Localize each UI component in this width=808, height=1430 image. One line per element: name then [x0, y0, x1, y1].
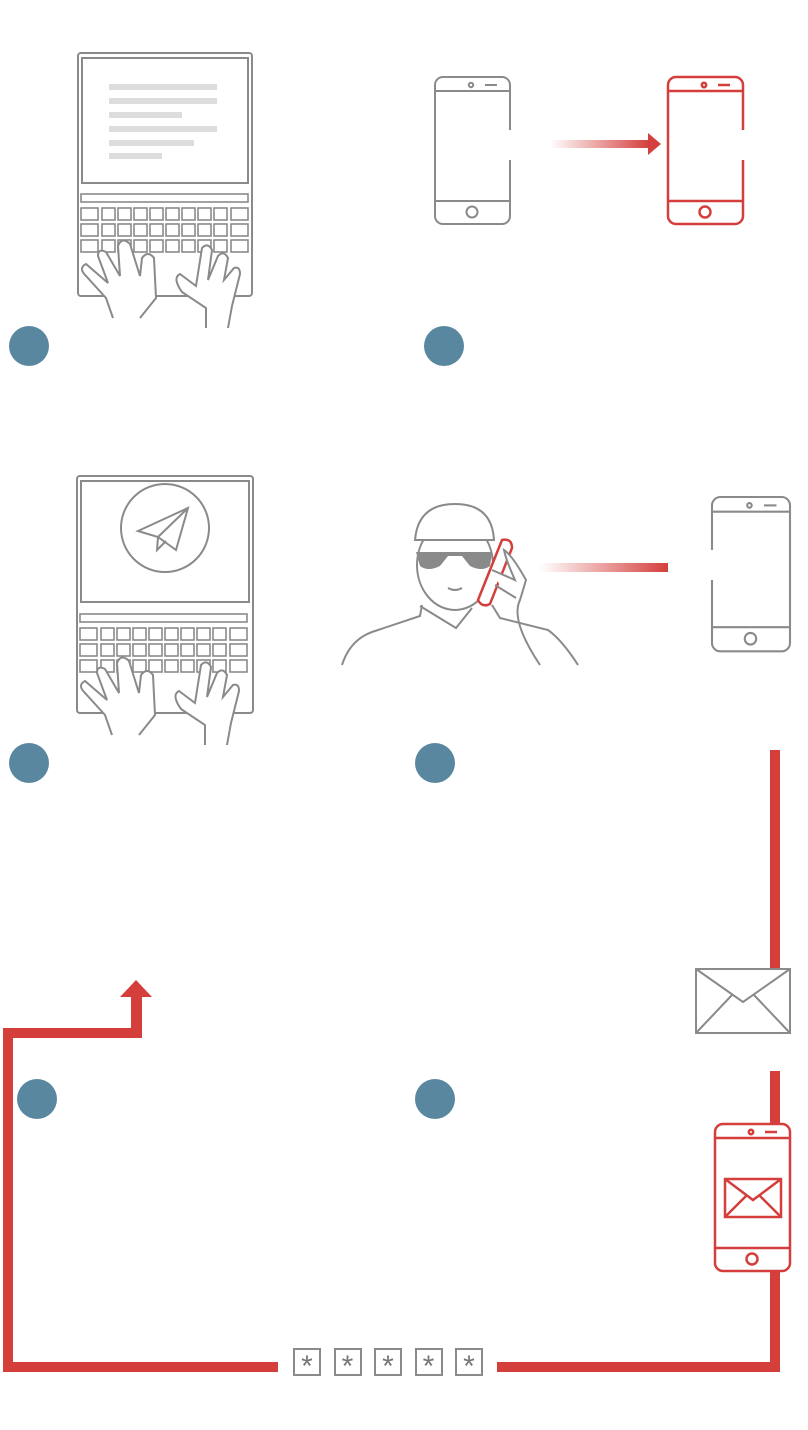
victim-phone-icon [710, 495, 792, 653]
sms-phone-icon [713, 1122, 792, 1273]
step-marker-3 [9, 743, 49, 783]
password-mask-char: * [333, 1348, 362, 1383]
target-phone-icon [666, 75, 745, 226]
paper-plane-icon [135, 506, 190, 553]
password-mask-char: * [293, 1348, 321, 1383]
step-marker-6 [415, 1079, 455, 1119]
transfer-arrow-head [648, 133, 661, 155]
step-marker-2 [424, 326, 464, 366]
laptop-typing-icon [77, 52, 253, 329]
envelope-icon [695, 968, 791, 1034]
password-mask-char: * [374, 1348, 402, 1383]
source-phone-icon [434, 76, 511, 225]
password-mask-char: * [455, 1348, 483, 1383]
password-mask-char: * [414, 1348, 443, 1383]
flow-path [3, 750, 792, 1372]
document-lines [109, 84, 217, 159]
spy-phone-call-icon [341, 495, 792, 666]
transfer-arrow-shaft [550, 140, 650, 148]
phone-transfer-icon [434, 75, 748, 226]
call-intercept-line [540, 563, 668, 572]
sunglasses-icon [416, 552, 492, 569]
step-marker-4 [415, 743, 455, 783]
flow-arrow-head [120, 980, 152, 997]
step-marker-1 [9, 326, 49, 366]
laptop-telegram-icon [76, 475, 254, 746]
step-marker-5 [17, 1079, 57, 1119]
